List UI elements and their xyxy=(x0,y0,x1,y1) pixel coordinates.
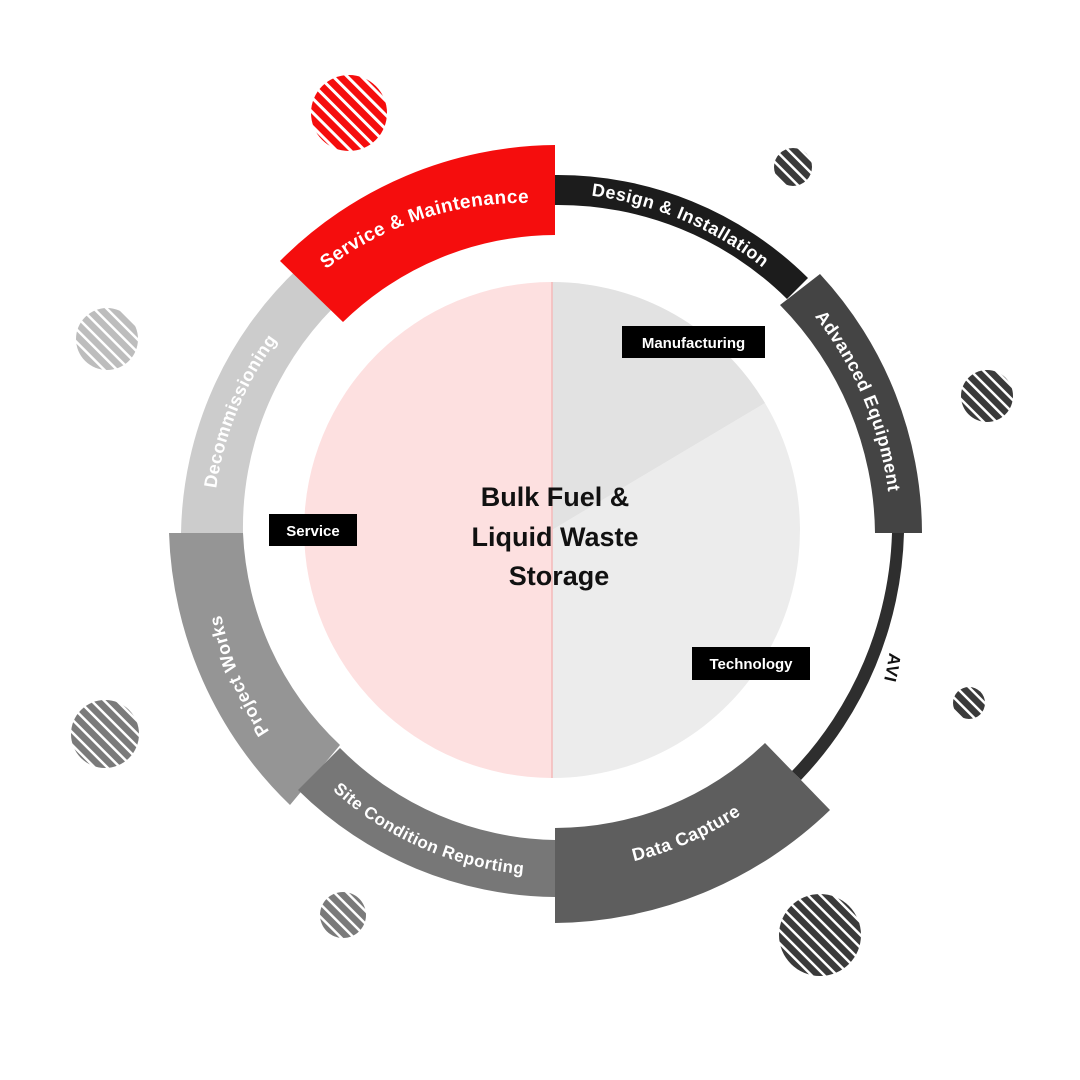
decorative-circles xyxy=(71,75,1013,976)
ring-segment-design-installation[interactable] xyxy=(555,174,808,299)
pie-technology-slice xyxy=(552,403,800,778)
tag-technology[interactable]: Technology xyxy=(692,647,810,680)
hatched-circle-light xyxy=(76,308,138,370)
tag-service[interactable]: Service xyxy=(269,514,357,546)
hatched-circle-dark-tiny xyxy=(953,687,985,719)
label-avi: AVI xyxy=(880,652,904,684)
ring-segment-avi[interactable] xyxy=(792,533,904,780)
tag-manufacturing-bg xyxy=(622,326,765,358)
ring-segment-decommissioning[interactable] xyxy=(181,267,333,534)
tag-technology-label: Technology xyxy=(709,656,793,673)
ring-segment-advanced-equipment[interactable] xyxy=(780,274,922,533)
hatched-circle-red xyxy=(311,75,387,151)
center-title-line-1: Bulk Fuel & xyxy=(481,482,630,512)
ring-segment-service-maintenance[interactable] xyxy=(280,145,555,322)
hatched-circle-mid xyxy=(320,892,366,938)
tag-manufacturing-label: Manufacturing xyxy=(642,335,745,352)
pie-service-half xyxy=(304,282,552,778)
ring-segment-data-capture[interactable] xyxy=(555,743,830,923)
tag-technology-bg xyxy=(692,647,810,680)
tag-service-label: Service xyxy=(286,523,339,540)
hatched-circle-mid-large xyxy=(71,700,139,768)
center-title-line-3: Storage xyxy=(509,561,610,591)
tag-manufacturing[interactable]: Manufacturing xyxy=(622,326,765,358)
ring-segment-site-condition-reporting[interactable] xyxy=(298,748,555,897)
ring-segment-project-works[interactable] xyxy=(169,533,340,805)
center-title: Bulk Fuel & Liquid Waste Storage xyxy=(472,482,639,591)
hatched-circle-dark-small xyxy=(774,148,812,186)
center-title-line-2: Liquid Waste xyxy=(472,522,639,552)
outer-ring xyxy=(169,145,922,923)
tag-service-bg xyxy=(269,514,357,546)
hatched-circle-dark xyxy=(961,370,1013,422)
hatched-circle-dark-large xyxy=(779,894,861,976)
